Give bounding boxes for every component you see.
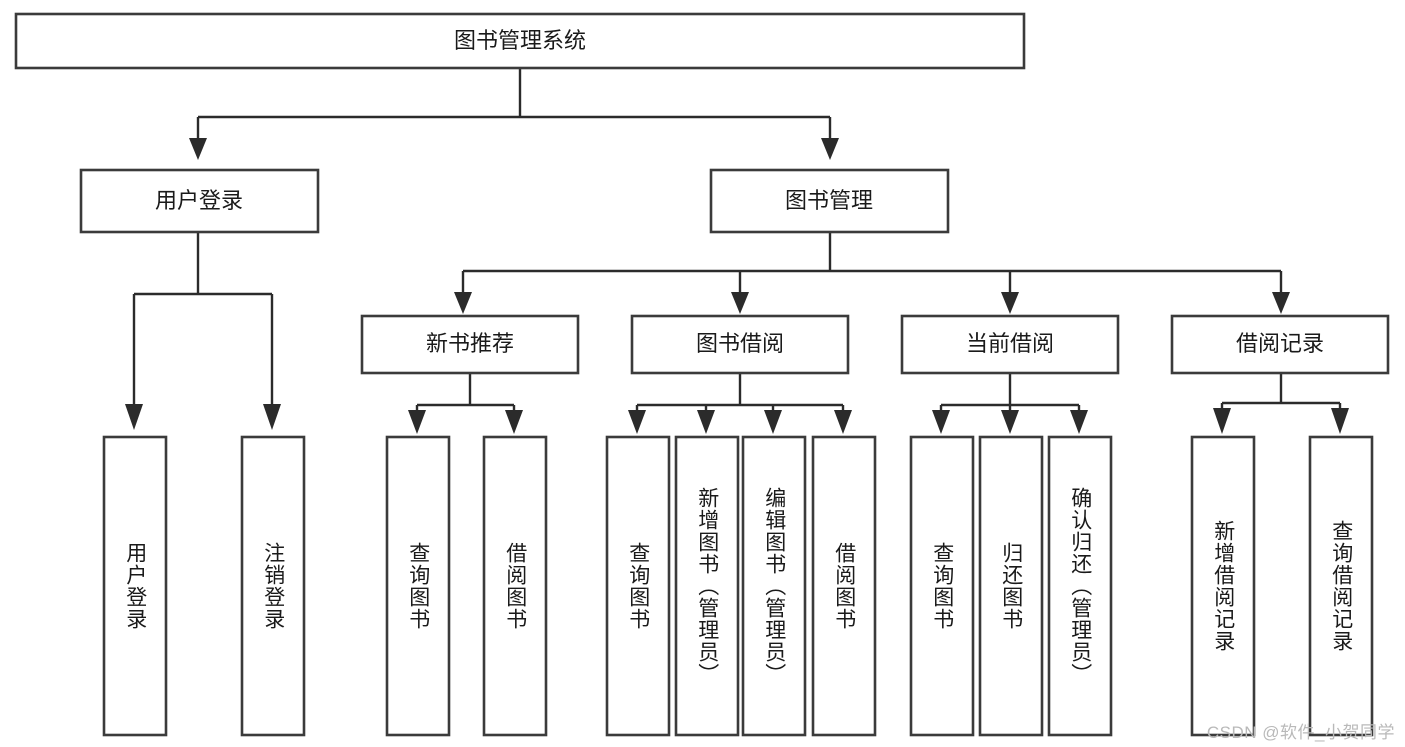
- node-borrow-record-box[interactable]: [1170, 314, 1390, 375]
- leaf-box-cb-query-book[interactable]: [909, 435, 975, 737]
- arrow-head-bb-leaf-3: [764, 410, 782, 434]
- leaf-box-bb-borrow-book[interactable]: [811, 435, 877, 737]
- connector-user-login-to-leaves: [125, 232, 281, 430]
- node-user-login-box[interactable]: [79, 168, 320, 234]
- node-user-login[interactable]: 用户登录: [79, 168, 320, 234]
- arrow-head-br-leaf-2: [1331, 408, 1349, 434]
- node-book-manage-label: 图书管理: [785, 188, 873, 213]
- leaf-box-br-query-record[interactable]: [1308, 435, 1374, 737]
- arrow-head-leaf-logout: [263, 404, 281, 430]
- node-current-borrow[interactable]: 当前借阅: [900, 314, 1120, 375]
- node-root-box[interactable]: [14, 12, 1026, 70]
- arrow-head-leaf-user-login: [125, 404, 143, 430]
- arrow-head-current-borrow: [1001, 292, 1019, 314]
- leaf-box-user-login[interactable]: [102, 435, 168, 737]
- node-borrow-record-label: 借阅记录: [1236, 331, 1324, 356]
- arrow-head-book-borrow: [731, 292, 749, 314]
- node-book-borrow-label: 图书借阅: [696, 331, 784, 356]
- node-root-label: 图书管理系统: [454, 28, 586, 53]
- arrow-head-bb-leaf-2: [697, 410, 715, 434]
- node-book-borrow-box[interactable]: [630, 314, 850, 375]
- arrow-head-br-leaf-1: [1213, 408, 1231, 434]
- arrow-head-nb-leaf-1: [408, 410, 426, 434]
- watermark-text: CSDN @软件_小贺同学: [1206, 723, 1395, 742]
- arrow-head-nb-leaf-2: [505, 410, 523, 434]
- node-book-borrow[interactable]: 图书借阅: [630, 314, 850, 375]
- leaf-box-bb-add-book[interactable]: [674, 435, 740, 737]
- node-borrow-record[interactable]: 借阅记录: [1170, 314, 1390, 375]
- arrow-head-cb-leaf-1: [932, 410, 950, 434]
- node-new-book-recommend-label: 新书推荐: [426, 331, 514, 356]
- connector-borrow-record-to-leaves: [1213, 373, 1349, 434]
- connector-book-borrow-to-leaves: [628, 373, 852, 434]
- arrow-head-bb-leaf-1: [628, 410, 646, 434]
- node-book-manage-box[interactable]: [709, 168, 950, 234]
- node-new-book-recommend[interactable]: 新书推荐: [360, 314, 580, 375]
- leaf-box-nb-borrow-book[interactable]: [482, 435, 548, 737]
- arrow-head-bb-leaf-4: [834, 410, 852, 434]
- connector-root-to-level2: [189, 68, 839, 160]
- node-root[interactable]: 图书管理系统: [14, 12, 1026, 70]
- node-user-login-label: 用户登录: [155, 188, 243, 213]
- arrow-head-cb-leaf-2: [1001, 410, 1019, 434]
- arrow-head-user-login: [189, 138, 207, 160]
- arrow-head-new-book: [454, 292, 472, 314]
- node-new-book-recommend-box[interactable]: [360, 314, 580, 375]
- leaf-box-cb-return-book[interactable]: [978, 435, 1044, 737]
- node-current-borrow-label: 当前借阅: [966, 331, 1054, 356]
- connector-current-borrow-to-leaves: [932, 373, 1088, 434]
- arrow-head-book-manage: [821, 138, 839, 160]
- leaf-box-bb-query-book[interactable]: [605, 435, 671, 737]
- connector-new-book-to-leaves: [408, 373, 523, 434]
- connector-book-manage-to-level3: [454, 232, 1290, 314]
- node-current-borrow-box[interactable]: [900, 314, 1120, 375]
- arrow-head-borrow-record: [1272, 292, 1290, 314]
- leaf-box-logout[interactable]: [240, 435, 306, 737]
- leaf-box-bb-edit-book[interactable]: [741, 435, 807, 737]
- leaf-box-cb-confirm-return[interactable]: [1047, 435, 1113, 737]
- leaf-box-br-add-record[interactable]: [1190, 435, 1256, 737]
- node-book-manage[interactable]: 图书管理: [709, 168, 950, 234]
- arrow-head-cb-leaf-3: [1070, 410, 1088, 434]
- leaf-box-nb-query-book[interactable]: [385, 435, 451, 737]
